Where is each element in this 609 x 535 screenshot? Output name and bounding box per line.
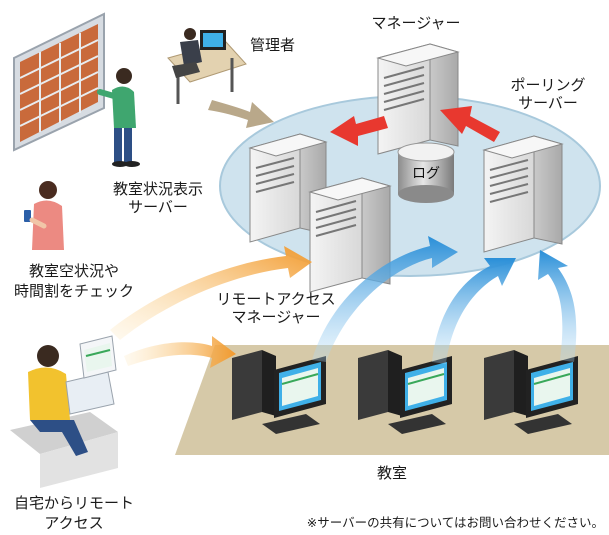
admin-arrow [208,100,274,128]
display-server [248,133,328,243]
status-display-board [13,12,105,152]
classroom-pc-3 [484,350,578,434]
footer-note: ※サーバーの共有についてはお問い合わせください。 [307,515,604,530]
red-arrow-polling-to-manager [440,106,500,142]
smartphone-user [24,181,64,250]
polling-server [482,135,564,253]
red-arrow-manager-to-display [330,116,388,146]
orange-arrow-to-platform [110,246,312,340]
blue-arrow-2 [432,258,516,364]
manager-server [376,43,460,155]
log-database-icon [397,142,455,203]
home-label-line2: アクセス [44,514,103,532]
check-label-line2: 時間割をチェック [14,282,134,300]
home-remote-user [10,335,118,488]
manager-label: マネージャー [372,14,461,32]
remote-access-server [308,177,392,293]
classroom-pc-1 [232,350,326,434]
orange-arrow-to-classroom [124,336,236,368]
check-label-line1: 教室空状況や [29,262,119,280]
log-label: ログ [412,166,440,182]
polling-label-line2: サーバー [518,94,578,112]
standing-person [97,68,140,167]
blue-arrow-1 [312,236,458,362]
home-label-line1: 自宅からリモート [14,494,134,512]
administrator-desk [167,28,247,104]
classroom-pc-2 [358,350,452,434]
display-server-label-line1: 教室状況表示 [113,180,203,198]
remote-manager-label-line1: リモートアクセス [216,290,335,308]
polling-label-line1: ポーリング [510,76,585,94]
blue-arrow-3 [538,250,577,362]
admin-label: 管理者 [250,36,295,54]
display-server-label-line2: サーバー [128,198,188,216]
remote-manager-label-line2: マネージャー [232,308,321,326]
classroom-label: 教室 [377,464,407,482]
